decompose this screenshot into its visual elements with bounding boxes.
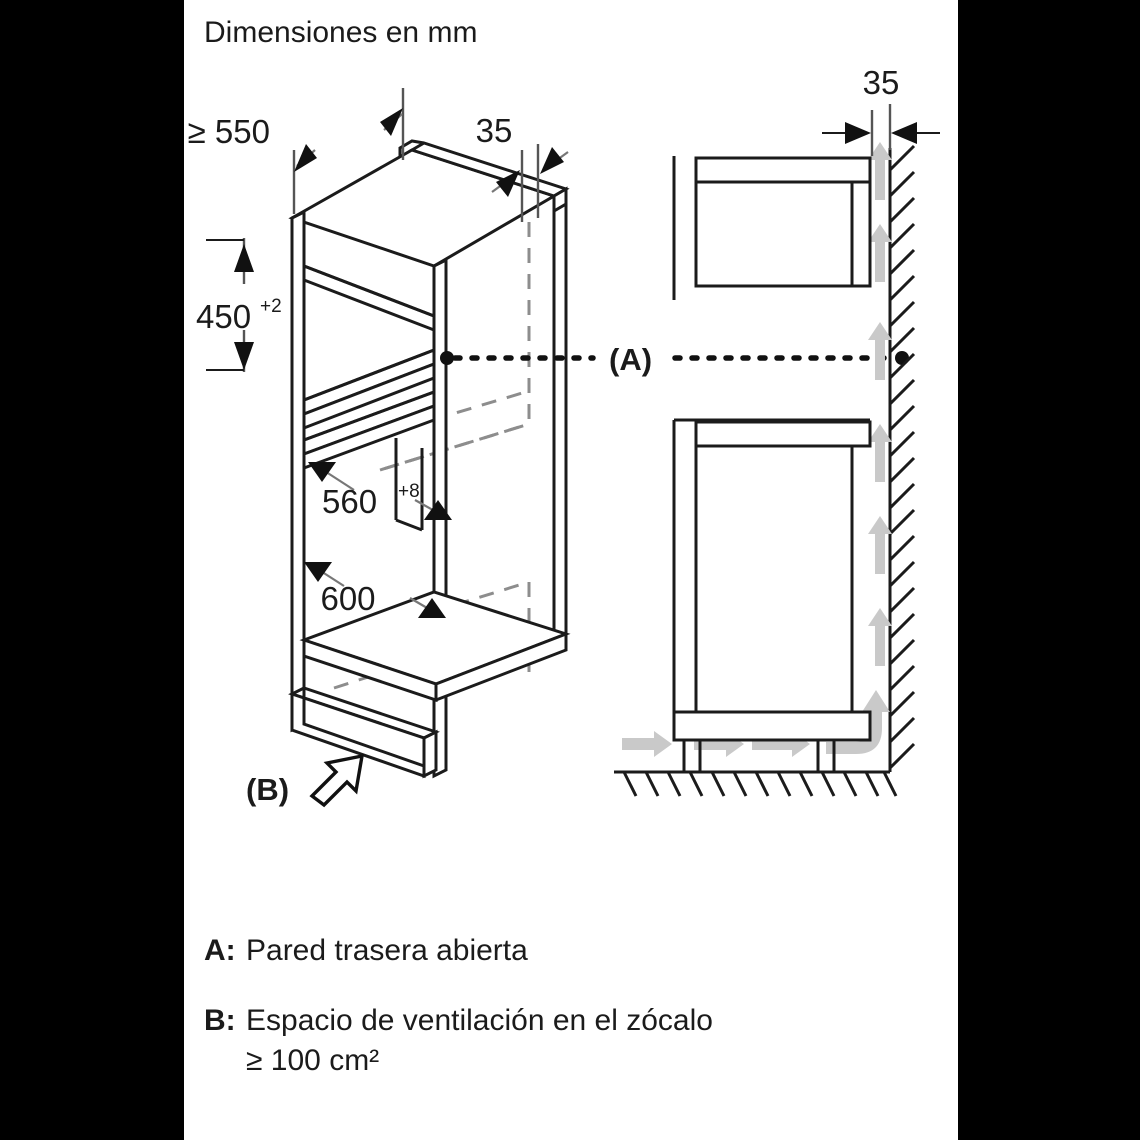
- airflow-arrows: [622, 142, 892, 757]
- wall-hatched: [888, 144, 916, 772]
- dimension-niche-width: 560 +8: [308, 462, 452, 520]
- dimension-wall-gap-value: 35: [863, 64, 900, 101]
- legend: A: Pared trasera abierta B: Espacio de v…: [204, 934, 713, 1077]
- legend-item-a-key: A:: [204, 934, 236, 967]
- cabinet-plinth: [288, 686, 440, 779]
- dimension-niche-width-value: 560: [322, 483, 377, 520]
- side-lower-appliance: [672, 420, 872, 742]
- legend-item-b: B: Espacio de ventilación en el zócalo ≥…: [204, 1004, 713, 1077]
- cabinet-shelf-lower: [302, 389, 436, 471]
- cabinet-shelf-upper: [302, 263, 436, 333]
- dimension-cabinet-width-value: 600: [320, 580, 375, 617]
- side-plinth-legs: [682, 740, 836, 772]
- legend-item-b-text-line2: ≥ 100 cm²: [246, 1044, 379, 1077]
- dimension-niche-height: 450 +2: [196, 238, 282, 372]
- cabinet-far-right-post: [552, 204, 568, 642]
- legend-item-b-key: B:: [204, 1004, 236, 1037]
- letterbox-left: [0, 0, 184, 1140]
- side-upper-appliance: [694, 156, 872, 288]
- airflow-arrow-up-icon: [868, 608, 892, 666]
- dimension-niche-width-tolerance: +8: [398, 481, 420, 502]
- floor-hatched: [614, 770, 898, 797]
- cabinet-top-panel: [288, 139, 570, 268]
- dimension-depth: ≥ 550: [188, 88, 405, 214]
- airflow-arrow-up-icon: [868, 516, 892, 574]
- airflow-arrow-up-icon: [868, 142, 892, 200]
- airflow-arrow-up-icon: [868, 322, 892, 380]
- drawing-sheet: Dimensiones en mm: [184, 0, 958, 1140]
- cabinet-inner-divider: [394, 438, 424, 532]
- side-section-view: 35: [614, 64, 940, 797]
- legend-item-a-text: Pared trasera abierta: [246, 934, 528, 967]
- airflow-arrow-up-icon: [868, 424, 892, 482]
- callout-b-arrow-icon: [309, 753, 365, 808]
- isometric-cabinet-view: ≥ 550 35: [188, 88, 571, 808]
- callout-a: (A): [440, 342, 909, 377]
- cabinet-base-panel: [299, 590, 571, 703]
- legend-item-b-text: Espacio de ventilación en el zócalo: [246, 1004, 713, 1037]
- dimension-depth-value: ≥ 550: [188, 113, 270, 150]
- cabinet-shelf-middle: [302, 347, 436, 431]
- airflow-arrow-right-icon: [622, 731, 672, 757]
- dimension-wall-gap: 35: [822, 64, 940, 156]
- cabinet-left-side: [290, 209, 306, 733]
- callout-a-dot-left: [440, 351, 454, 365]
- airflow-arrow-up-icon: [868, 224, 892, 282]
- wall-hatch-lines: [888, 144, 916, 770]
- floor-hatch-lines: [622, 771, 898, 797]
- dimension-niche-height-tolerance: +2: [260, 296, 282, 317]
- callout-a-label: (A): [609, 342, 652, 377]
- page-title: Dimensiones en mm: [204, 16, 477, 49]
- dimension-top-gap: 35: [476, 112, 569, 222]
- letterbox-right: [958, 0, 1140, 1140]
- legend-item-a: A: Pared trasera abierta: [204, 934, 528, 967]
- callout-b: (B): [246, 753, 365, 808]
- airflow-arrow-curve-icon: [826, 690, 890, 754]
- dimension-niche-height-value: 450: [196, 298, 251, 335]
- dimension-top-gap-value: 35: [476, 112, 513, 149]
- dimension-cabinet-width: 600: [304, 562, 446, 618]
- callout-b-label: (B): [246, 772, 289, 807]
